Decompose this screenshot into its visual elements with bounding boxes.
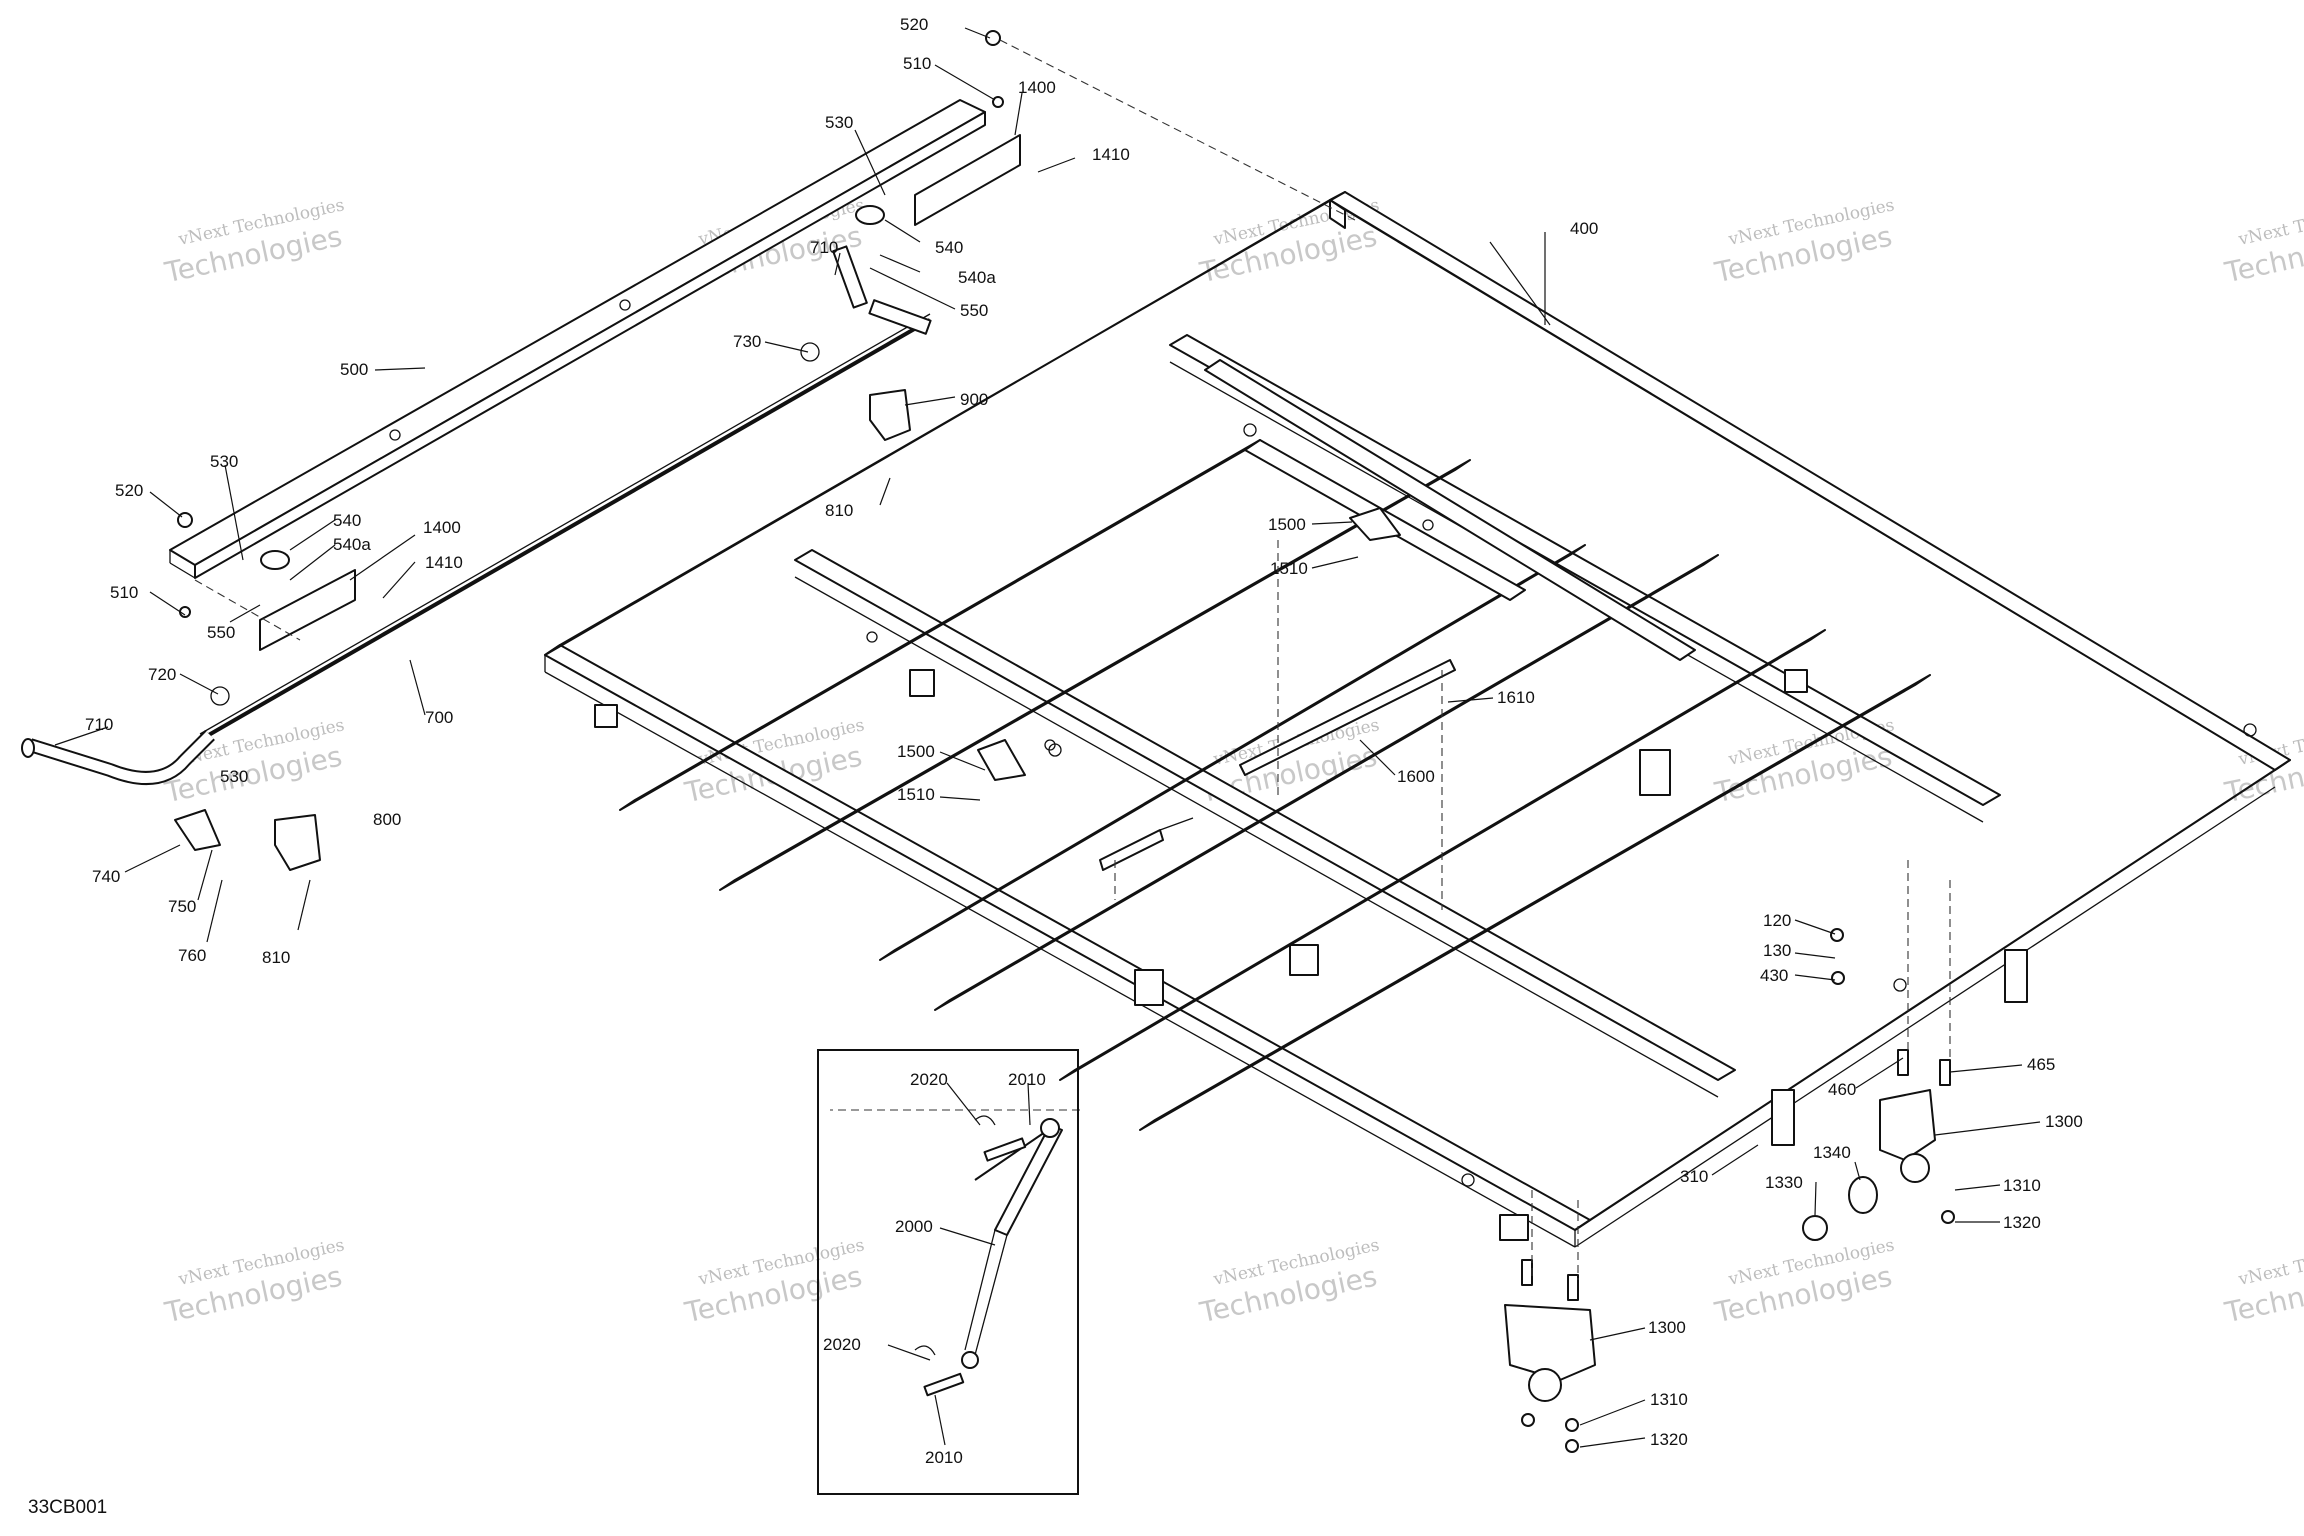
callout-1610: 1610	[1497, 688, 1535, 707]
callout-760: 760	[178, 946, 206, 965]
callout-1400: 1400	[423, 518, 461, 537]
callout-2010: 2010	[1008, 1070, 1046, 1089]
small-parts	[174, 30, 1955, 1453]
callout-1320: 1320	[2003, 1213, 2041, 1232]
callout-540: 540	[333, 511, 361, 530]
callout-500: 500	[340, 360, 368, 379]
callout-2020: 2020	[823, 1335, 861, 1354]
callout-1330: 1330	[1765, 1173, 1803, 1192]
callout-700: 700	[425, 708, 453, 727]
callout-430: 430	[1760, 966, 1788, 985]
callout-1310: 1310	[2003, 1176, 2041, 1195]
callout-1500: 1500	[897, 742, 935, 761]
callout-800: 800	[373, 810, 401, 829]
callout-810: 810	[825, 501, 853, 520]
callout-530: 530	[210, 452, 238, 471]
callout-400: 400	[1570, 219, 1598, 238]
callout-530: 530	[825, 113, 853, 132]
callout-1500: 1500	[1268, 515, 1306, 534]
callout-120: 120	[1763, 911, 1791, 930]
callout-1510: 1510	[1270, 559, 1308, 578]
callout-1300: 1300	[1648, 1318, 1686, 1337]
assembly-lines	[194, 39, 1951, 1280]
callout-2000: 2000	[895, 1217, 933, 1236]
callout-510: 510	[903, 54, 931, 73]
callout-900: 900	[960, 390, 988, 409]
rod-700	[199, 313, 931, 742]
frame-400	[544, 191, 2291, 1248]
callout-1400: 1400	[1018, 78, 1056, 97]
callout-710: 710	[810, 238, 838, 257]
callout-540: 540	[935, 238, 963, 257]
callout-1510: 1510	[897, 785, 935, 804]
callout-1600: 1600	[1397, 767, 1435, 786]
callout-750: 750	[168, 897, 196, 916]
callout-550: 550	[960, 301, 988, 320]
callout-810: 810	[262, 948, 290, 967]
callout-1340: 1340	[1813, 1143, 1851, 1162]
callout-510: 510	[110, 583, 138, 602]
callout-710: 710	[85, 715, 113, 734]
handle-710	[21, 245, 932, 785]
callout-550: 550	[207, 623, 235, 642]
callout-540a: 540a	[333, 535, 371, 554]
callout-530: 530	[220, 767, 248, 786]
callout-520: 520	[115, 481, 143, 500]
leader-lines	[54, 27, 2041, 1448]
callout-465: 465	[2027, 1055, 2055, 1074]
callout-540a: 540a	[958, 268, 996, 287]
callout-1410: 1410	[1092, 145, 1130, 164]
callout-2020: 2020	[910, 1070, 948, 1089]
callout-730: 730	[733, 332, 761, 351]
callout-720: 720	[148, 665, 176, 684]
callout-labels: 520 510 1400 530 1410 540 540a 550 710 7…	[85, 15, 2083, 1467]
callout-2010: 2010	[925, 1448, 963, 1467]
callout-520: 520	[900, 15, 928, 34]
callout-1320: 1320	[1650, 1430, 1688, 1449]
callout-740: 740	[92, 867, 120, 886]
callout-460: 460	[1828, 1080, 1856, 1099]
callout-1310: 1310	[1650, 1390, 1688, 1409]
callout-130: 130	[1763, 941, 1791, 960]
callout-310: 310	[1680, 1167, 1708, 1186]
callout-1410: 1410	[425, 553, 463, 572]
callout-1300: 1300	[2045, 1112, 2083, 1131]
drawing-code: 33CB001	[28, 1497, 107, 1518]
detail-inset-gas-strut	[817, 1049, 1079, 1495]
rail-500	[169, 99, 986, 579]
